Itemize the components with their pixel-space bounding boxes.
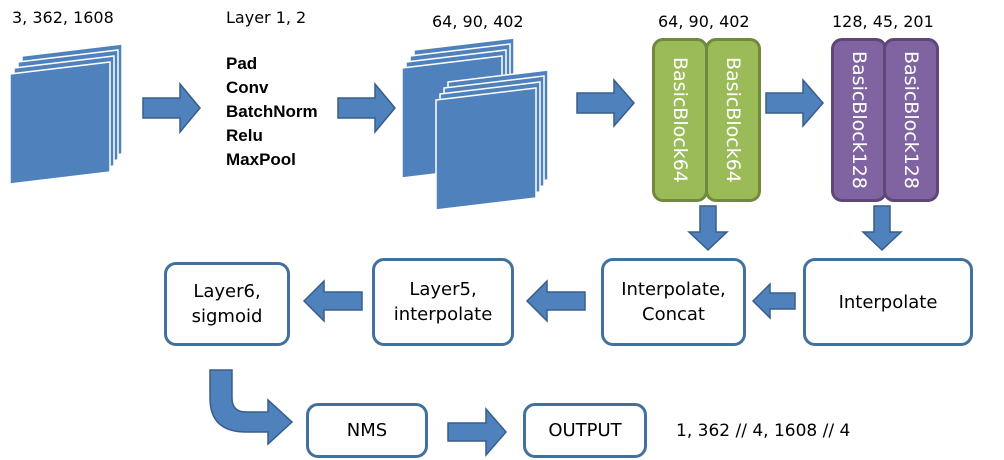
basicblock64-1-label: BasicBlock64 [669, 57, 691, 183]
nms-node: NMS [306, 403, 428, 458]
layer6-label: Layer6, sigmoid [191, 281, 263, 327]
interpolate-concat-label: Interpolate, Concat [621, 279, 726, 325]
arrow-input-to-stem [142, 81, 201, 135]
arrow-layer5-to-layer6 [302, 279, 363, 323]
layer6-node: Layer6, sigmoid [164, 262, 290, 346]
stage128-shape-label: 128, 45, 201 [832, 12, 934, 31]
basicblock128-1-label: BasicBlock128 [848, 51, 870, 189]
op-pad: Pad [226, 54, 258, 73]
arrow-stage64-to-stage128 [765, 77, 824, 129]
arrow-maps-to-stage64 [576, 77, 635, 129]
basicblock128-1: BasicBlock128 [831, 38, 887, 202]
basicblock64-1: BasicBlock64 [652, 38, 708, 202]
op-conv: Conv [226, 78, 269, 97]
interpolate-concat-node: Interpolate, Concat [601, 258, 746, 346]
nms-label: NMS [346, 420, 388, 441]
arrow-stage128-down [861, 205, 903, 252]
arrow-nms-to-output [447, 406, 507, 458]
stem-operations: Pad Conv BatchNorm Relu MaxPool [226, 52, 318, 172]
arrow-interpolate-to-concat [751, 282, 796, 320]
input-shape-label: 3, 362, 1608 [12, 8, 114, 27]
interpolate-node: Interpolate [803, 258, 973, 346]
arrow-stem-to-maps [337, 81, 396, 135]
arrow-layer6-to-nms [209, 369, 294, 446]
stem-output-shape-label: 64, 90, 402 [432, 12, 524, 31]
basicblock64-2: BasicBlock64 [705, 38, 761, 202]
output-label: OUTPUT [548, 420, 622, 441]
stage64-shape-label: 64, 90, 402 [658, 12, 750, 31]
output-node: OUTPUT [523, 403, 647, 458]
layer5-node: Layer5, interpolate [372, 258, 514, 346]
layer5-label: Layer5, interpolate [393, 279, 493, 325]
interpolate-label: Interpolate [838, 291, 938, 313]
stem-output-stack-front [435, 69, 549, 211]
arrow-concat-to-layer5 [525, 279, 586, 323]
output-shape-label: 1, 362 // 4, 1608 // 4 [676, 421, 851, 441]
op-relu: Relu [226, 126, 263, 145]
basicblock64-2-label: BasicBlock64 [722, 57, 744, 183]
op-batchnorm: BatchNorm [226, 102, 318, 121]
input-feature-stack [9, 43, 123, 185]
op-maxpool: MaxPool [226, 150, 296, 169]
basicblock128-2-label: BasicBlock128 [900, 51, 922, 189]
stem-title: Layer 1, 2 [226, 8, 307, 27]
basicblock128-2: BasicBlock128 [883, 38, 939, 202]
arrow-stage64-down [687, 205, 729, 252]
